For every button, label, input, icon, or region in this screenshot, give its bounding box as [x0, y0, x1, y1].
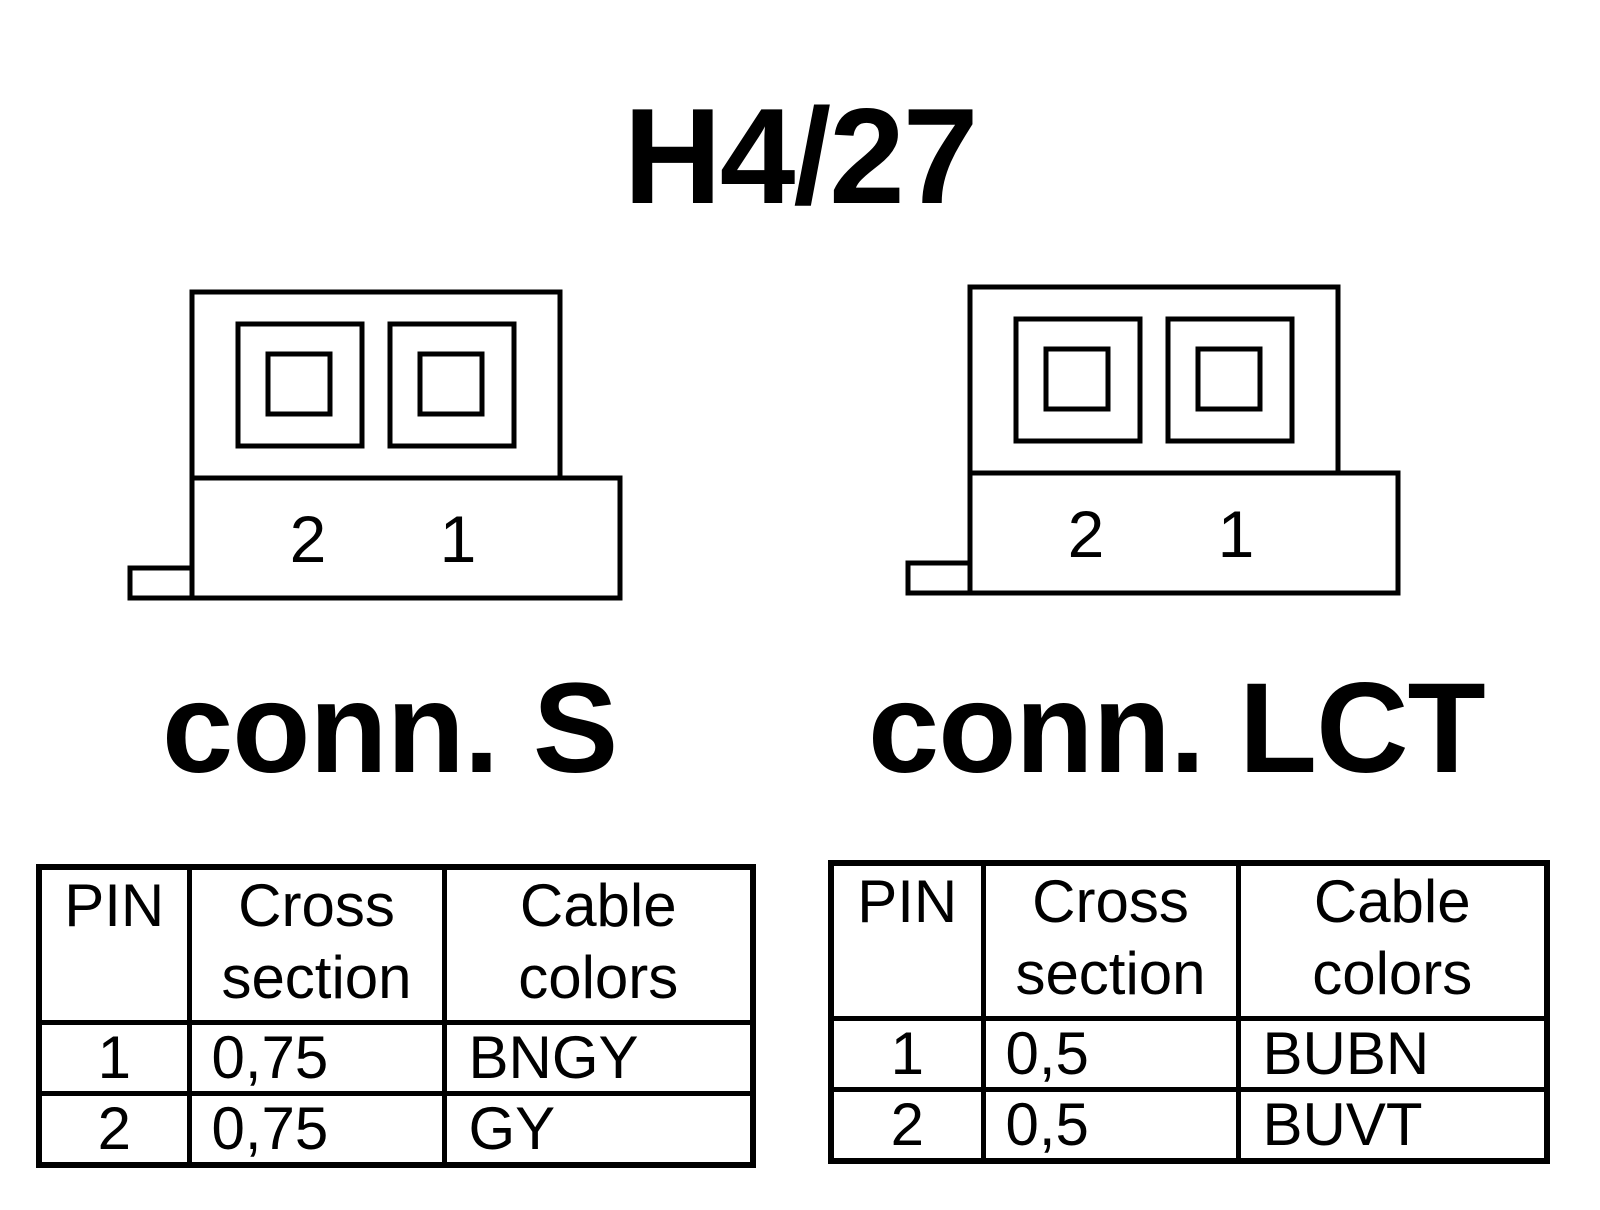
cell-pin: 2	[828, 1087, 986, 1164]
connector-s-pin-2-contact	[265, 351, 333, 417]
cell-cross-section: 0,75	[186, 1091, 447, 1168]
connector-s-pin-table: PIN Cross section Cable colors 1 0,75 BN…	[36, 864, 756, 1168]
connector-lct-pin-label-1: 1	[1218, 497, 1255, 571]
connector-s-pin-1-contact	[417, 351, 485, 417]
cell-cross-section: 0,75	[186, 1020, 447, 1096]
connector-lct-pin-1-frame	[1165, 316, 1295, 444]
cell-cable-color: BUBN	[1235, 1016, 1550, 1092]
connector-s-pin-2-frame	[235, 321, 365, 449]
connector-lct-latch	[905, 560, 973, 596]
table-header-row: PIN Cross section Cable colors	[828, 860, 1550, 1021]
connector-lct-housing	[967, 284, 1341, 476]
connector-lct-pin-1-contact	[1195, 346, 1263, 412]
cell-cable-color: BUVT	[1235, 1087, 1550, 1164]
connector-lct-pin-label-2: 2	[1068, 497, 1105, 571]
connector-lct-pin-table: PIN Cross section Cable colors 1 0,5 BUB…	[828, 860, 1550, 1164]
header-cable-colors-line-1: Cable	[1313, 868, 1471, 935]
table-row: 2 0,5 BUVT	[828, 1087, 1550, 1164]
header-cross-section-line-1: Cross	[1032, 868, 1189, 935]
header-cable-colors: Cable colors	[441, 864, 756, 1025]
connector-s-pin-label-2: 2	[290, 502, 327, 576]
connector-s-drawing: 2 1	[127, 289, 623, 601]
header-cable-colors-line-2: colors	[1312, 940, 1473, 1007]
connector-s-pin-label-1: 1	[440, 502, 477, 576]
connector-s-pin-1-frame	[387, 321, 517, 449]
header-cross-section-line-1: Cross	[238, 872, 395, 939]
diagram-title: H4/27	[623, 80, 979, 232]
table-row: 1 0,75 BNGY	[36, 1020, 756, 1096]
connector-s-base	[189, 475, 623, 601]
cell-pin: 1	[36, 1020, 192, 1096]
header-cross-section: Cross section	[980, 860, 1241, 1021]
header-cable-colors: Cable colors	[1235, 860, 1550, 1021]
connector-lct-drawing: 2 1	[905, 284, 1401, 596]
cell-pin: 1	[828, 1016, 986, 1092]
connector-s-housing	[189, 289, 563, 481]
header-cable-colors-line-1: Cable	[519, 872, 677, 939]
table-row: 1 0,5 BUBN	[828, 1016, 1550, 1092]
header-cable-colors-line-2: colors	[518, 944, 679, 1011]
cell-pin: 2	[36, 1091, 192, 1168]
header-cross-section-line-2: section	[1015, 940, 1206, 1007]
header-pin: PIN	[36, 864, 192, 1025]
cell-cable-color: BNGY	[441, 1020, 756, 1096]
connector-s-label: conn. S	[162, 657, 618, 800]
cell-cross-section: 0,5	[980, 1016, 1241, 1092]
connector-lct-label: conn. LCT	[868, 657, 1486, 800]
connector-lct-pin-2-contact	[1043, 346, 1111, 412]
cell-cable-color: GY	[441, 1091, 756, 1168]
table-header-row: PIN Cross section Cable colors	[36, 864, 756, 1025]
header-cross-section: Cross section	[186, 864, 447, 1025]
header-cross-section-line-2: section	[221, 944, 412, 1011]
connector-s-latch	[127, 565, 195, 601]
connector-lct-pin-2-frame	[1013, 316, 1143, 444]
header-pin: PIN	[828, 860, 986, 1021]
cell-cross-section: 0,5	[980, 1087, 1241, 1164]
table-row: 2 0,75 GY	[36, 1091, 756, 1168]
connector-lct-base	[967, 470, 1401, 596]
